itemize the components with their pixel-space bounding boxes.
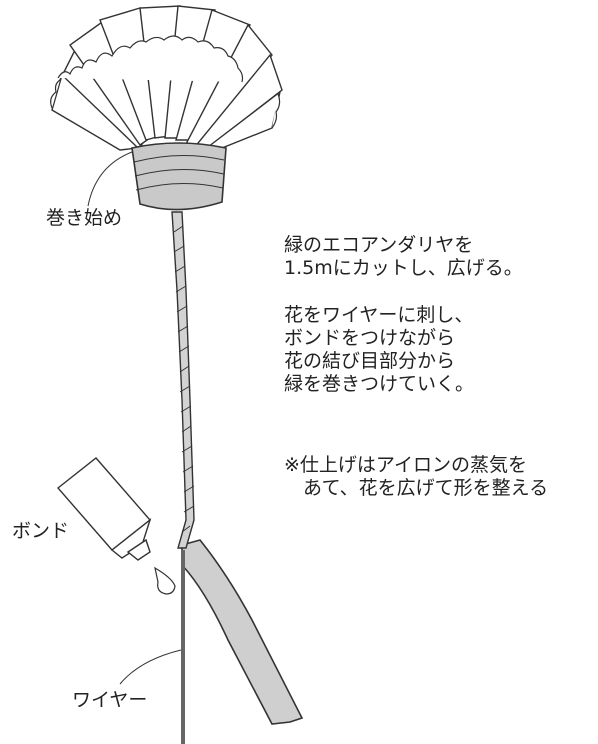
step-2-line-3: 花の結び目部分から <box>284 350 456 372</box>
bond-bottle <box>56 457 152 561</box>
wrapped-stem <box>171 211 195 549</box>
label-wire: ワイヤー <box>72 689 148 711</box>
step-1-text: 緑のエコアンダリヤを 1.5mにカットし、広げる。 <box>284 234 523 280</box>
step-2-text: 花をワイヤーに刺し、 ボンドをつけながら 花の結び目部分から 緑を巻きつけていく… <box>284 304 523 396</box>
tape-strip <box>181 539 304 725</box>
petal-frills <box>50 35 281 129</box>
step-2-line-1: 花をワイヤーに刺し、 <box>284 304 474 326</box>
leader-line-start <box>87 151 133 207</box>
finishing-note: ※仕上げはアイロンの蒸気を あて、花を広げて形を整える <box>284 454 548 500</box>
step-2-line-4: 緑を巻きつけていく。 <box>284 373 475 395</box>
instructions: 緑のエコアンダリヤを 1.5mにカットし、広げる。 花をワイヤーに刺し、 ボンド… <box>284 234 523 420</box>
step-1-line-1: 緑のエコアンダリヤを <box>284 234 474 256</box>
glue-drop <box>154 566 176 595</box>
label-bond: ボンド <box>12 520 70 542</box>
label-start-wrap: 巻き始め <box>46 207 123 229</box>
step-2-line-2: ボンドをつけながら <box>284 327 456 349</box>
step-1-line-2: 1.5mにカットし、広げる。 <box>284 257 523 279</box>
note-line-1: ※仕上げはアイロンの蒸気を <box>284 454 527 476</box>
note-line-2: あて、花を広げて形を整える <box>284 477 549 499</box>
leader-line-wire <box>119 649 182 685</box>
base-wrap-lines <box>133 155 225 191</box>
stem-wrap-lines <box>173 225 195 533</box>
wrapped-base <box>131 142 227 211</box>
